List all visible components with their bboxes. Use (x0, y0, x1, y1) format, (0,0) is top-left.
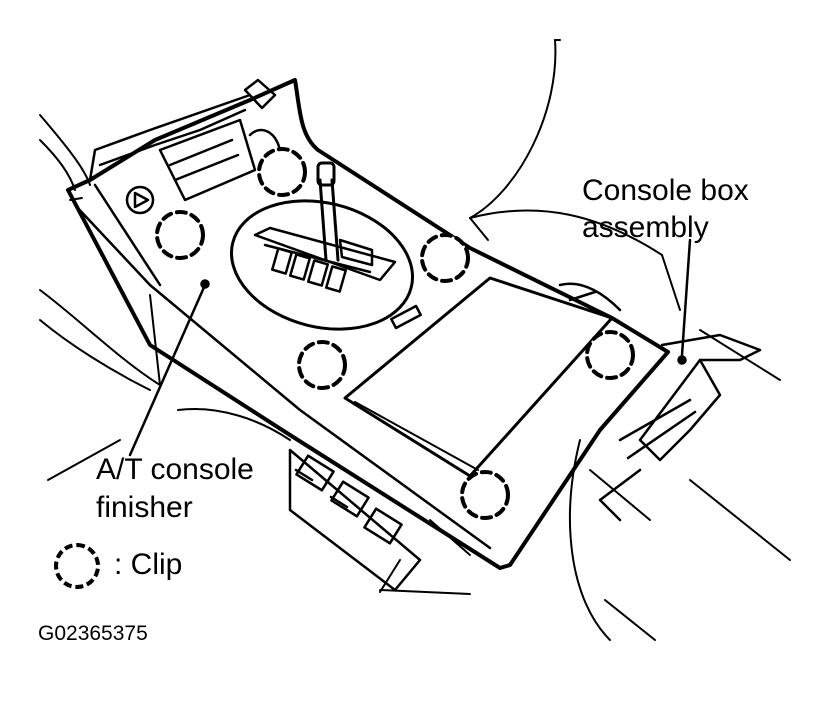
lower-switch-panel (288, 448, 422, 592)
clip-marker (297, 340, 347, 390)
surrounding-trim-lines (39, 39, 791, 641)
clip-legend-symbol (54, 543, 100, 589)
console-box-label-line2: assembly (582, 211, 709, 244)
clip-markers (155, 147, 635, 520)
clip-legend-label: : Clip (114, 548, 183, 581)
console-box-label: Console box (582, 174, 749, 207)
leader-console-box (680, 238, 692, 357)
finisher-label-line2: finisher (96, 491, 193, 524)
clip-marker (420, 233, 470, 283)
clip-marker (460, 470, 510, 520)
clip-marker (585, 330, 635, 380)
finisher-label: A/T console (96, 453, 254, 486)
at-console-finisher (66, 78, 670, 570)
leader-finisher (128, 283, 207, 457)
figure-code: G02365375 (38, 622, 148, 645)
console-box-assembly (558, 282, 762, 522)
clip-marker (257, 147, 307, 197)
leader-lines (128, 238, 692, 457)
clip-marker (155, 210, 205, 260)
leader-dot-finisher (200, 279, 210, 289)
leader-dot-console-box (677, 355, 687, 365)
